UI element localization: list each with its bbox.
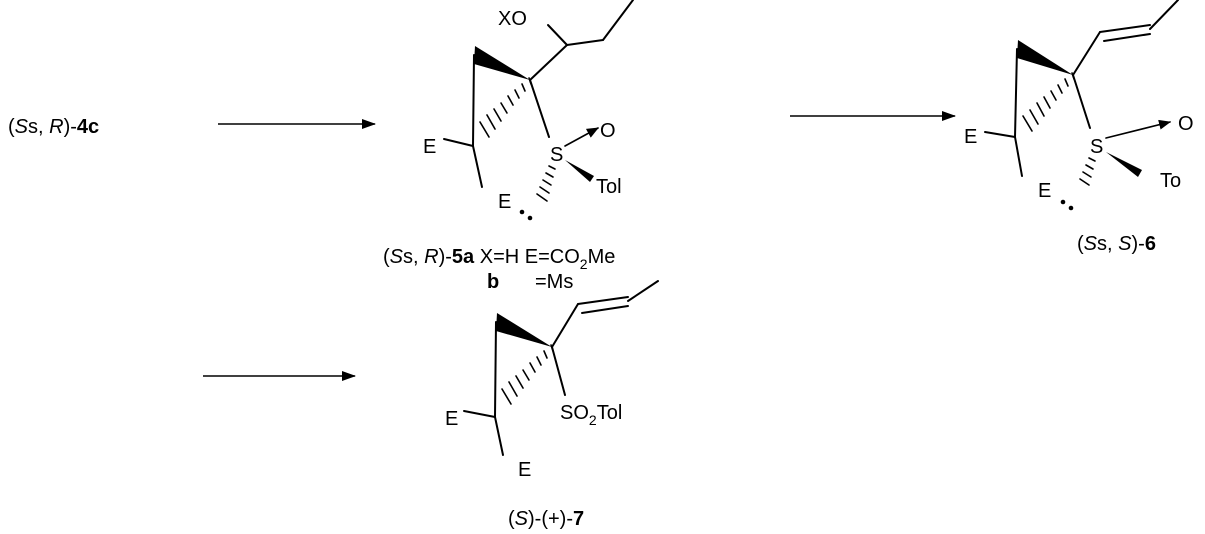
structure-compound-5: E E XO S O Tol xyxy=(423,0,634,221)
label-compound-4c: (Ss, R)-4c xyxy=(8,116,99,138)
label-compound-6: (Ss, S)-6 xyxy=(1077,233,1156,255)
label-compound-5: (Ss, R)-5a X=H E=CO2Me b =Ms xyxy=(383,246,615,293)
atom-xo: XO xyxy=(498,8,527,30)
svg-text:=Ms: =Ms xyxy=(535,271,573,293)
atom-tol-partial: To xyxy=(1160,170,1181,192)
atom-o: O xyxy=(600,120,616,142)
atom-e-bottom: E xyxy=(498,191,511,213)
svg-text:(Ss, R)-4c: (Ss, R)-4c xyxy=(8,116,99,138)
wedge-bond-tol xyxy=(565,160,594,182)
atom-so2tol: SO2Tol xyxy=(560,402,622,428)
svg-text:b: b xyxy=(487,271,499,293)
hashed-bond xyxy=(479,77,532,138)
atom-o: O xyxy=(1178,113,1194,135)
atom-e-left: E xyxy=(964,126,977,148)
structure-compound-7: E E SO2Tol xyxy=(445,280,659,481)
wedge-bond xyxy=(474,46,530,80)
structure-compound-6: E E S O To xyxy=(964,0,1194,211)
atom-e-left: E xyxy=(445,408,458,430)
svg-text:(Ss, S)-6: (Ss, S)-6 xyxy=(1077,233,1156,255)
svg-text:(Ss, R)-5a X=H E=CO2Me: (Ss, R)-5a X=H E=CO2Me xyxy=(383,246,615,272)
atom-e-left: E xyxy=(423,136,436,158)
lone-pair xyxy=(519,209,525,215)
atom-s: S xyxy=(1090,136,1103,158)
atom-tol: Tol xyxy=(596,176,622,198)
svg-text:(S)-(+)-7: (S)-(+)-7 xyxy=(508,508,584,530)
label-compound-7: (S)-(+)-7 xyxy=(508,508,584,530)
atom-s: S xyxy=(550,144,563,166)
atom-e-bottom: E xyxy=(1038,180,1051,202)
atom-e-bottom: E xyxy=(518,459,531,481)
